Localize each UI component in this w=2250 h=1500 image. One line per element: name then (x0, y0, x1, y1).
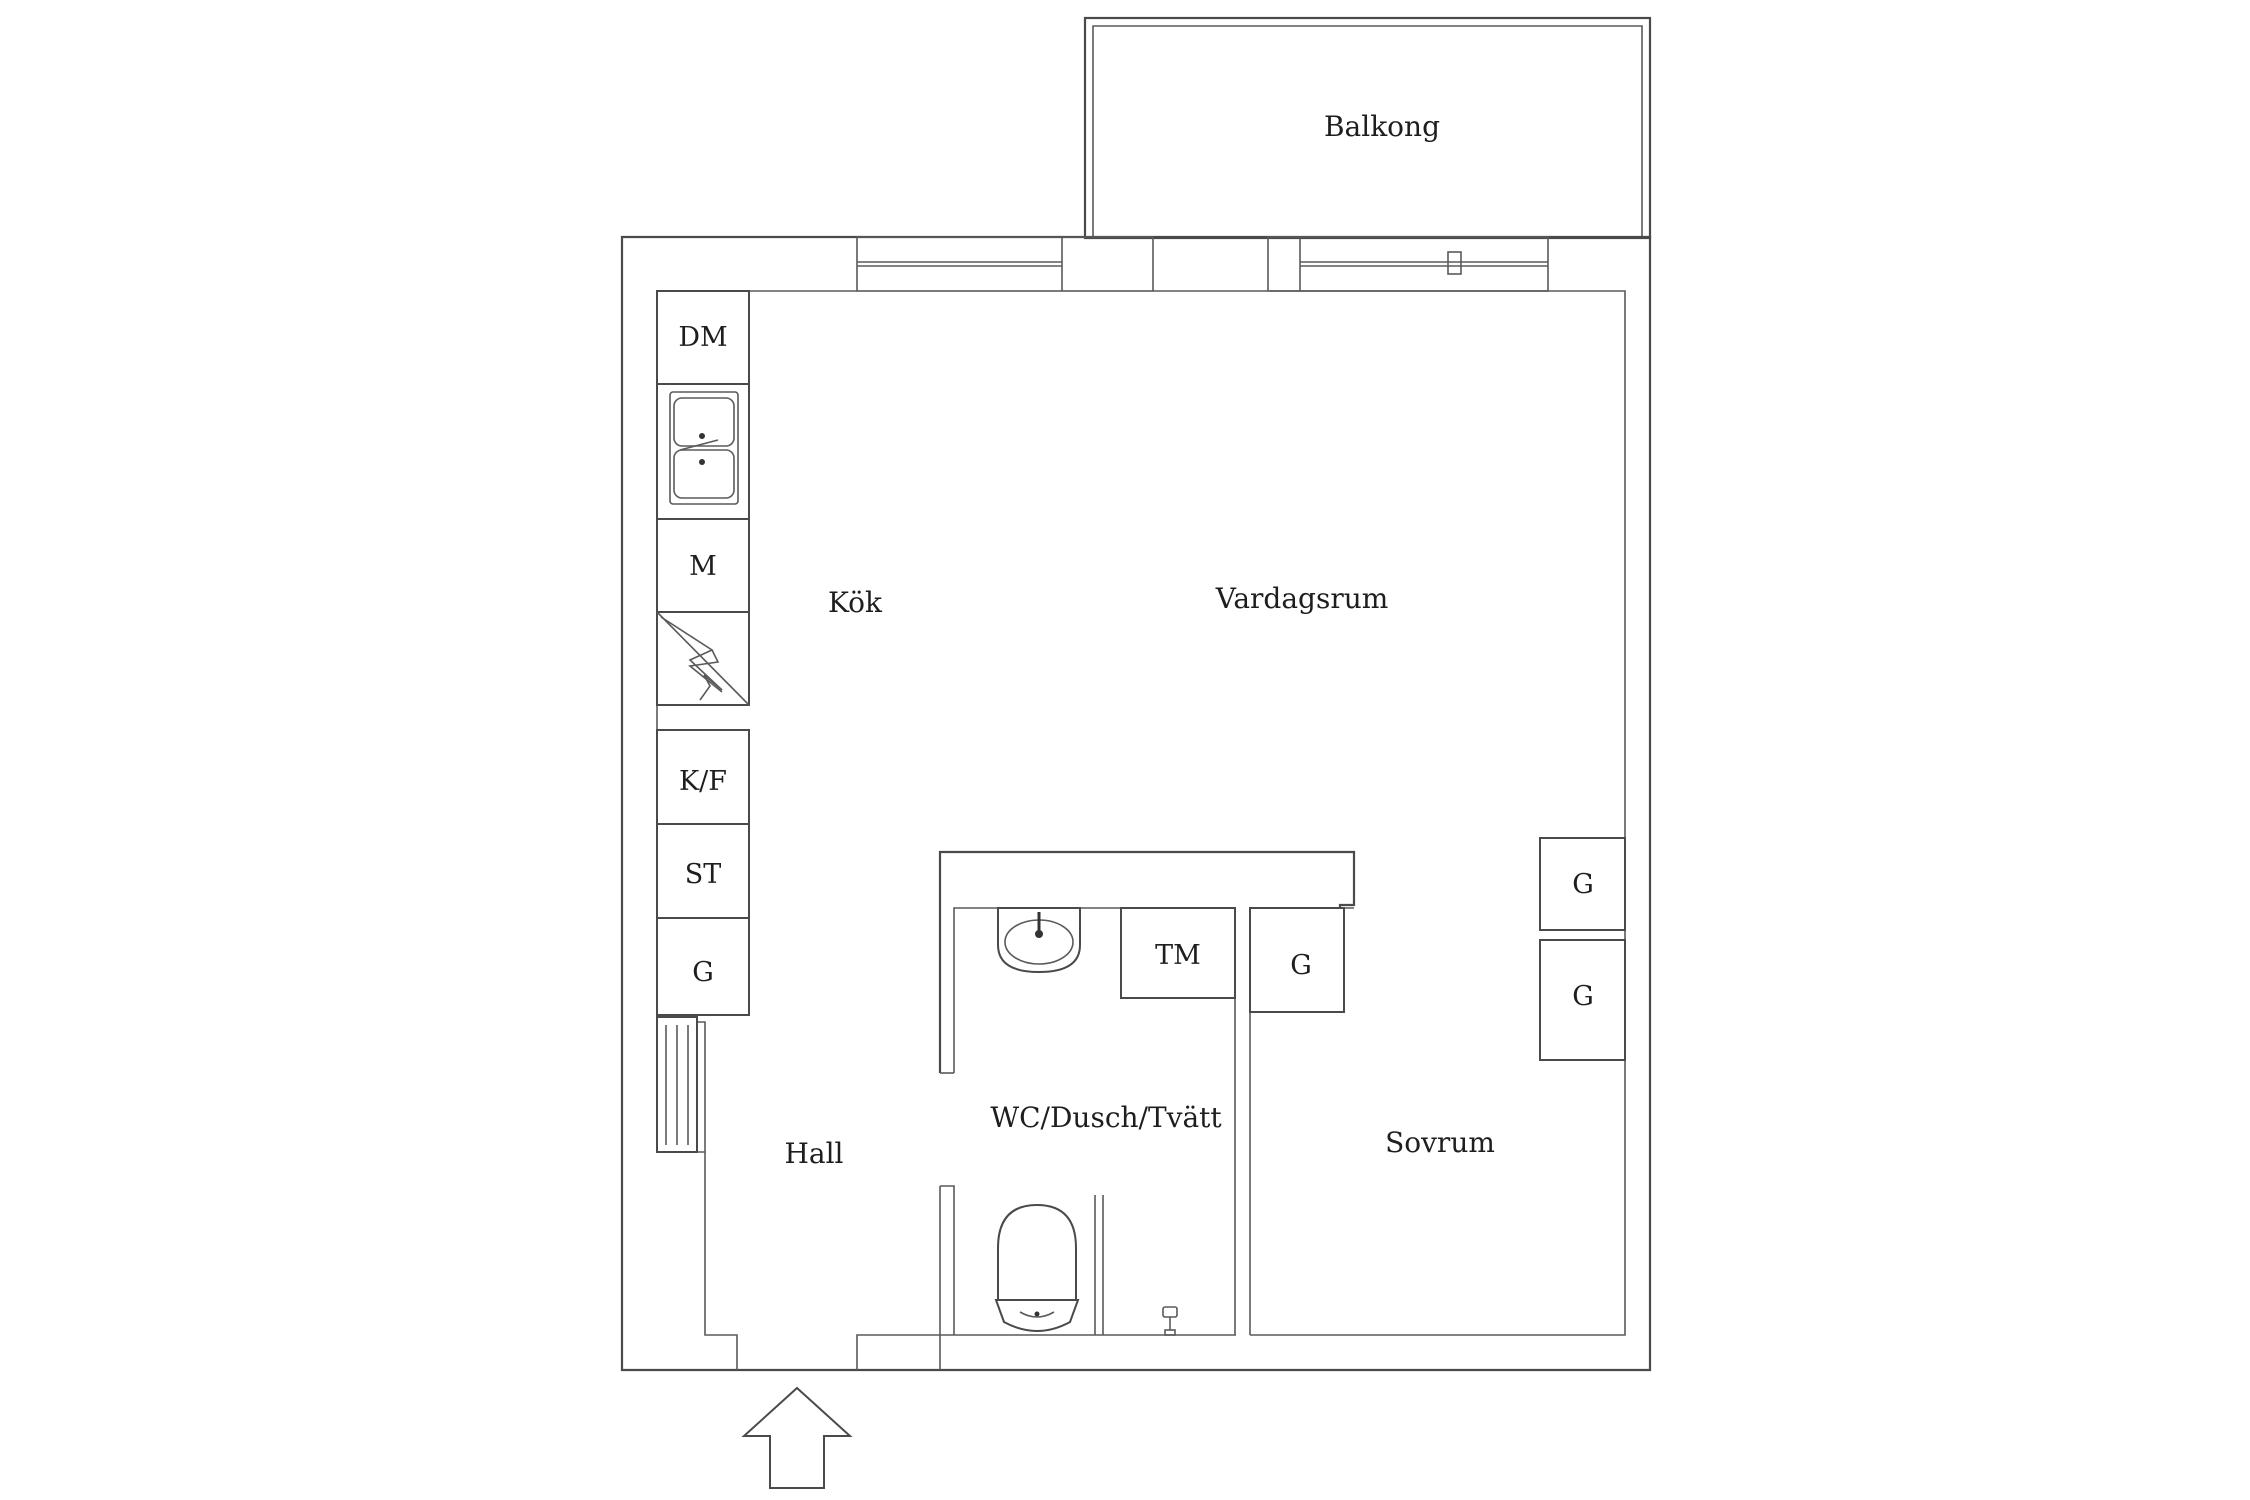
room-label-balkong: Balkong (1324, 110, 1440, 143)
unit-label-st: ST (685, 859, 722, 890)
closet-right-top (1539, 837, 1626, 931)
unit-label-g-mid: G (1290, 950, 1312, 981)
toilet-icon (994, 1203, 1080, 1332)
outer-wall (620, 235, 1652, 1372)
entrance-arrow-icon (741, 1386, 853, 1489)
unit-label-g-right-top: G (1572, 869, 1594, 900)
window-left (856, 236, 1154, 292)
floor-drain-icon (1162, 1306, 1178, 1336)
closet-right-bottom (1539, 939, 1626, 1061)
closet-mid (1249, 907, 1345, 1013)
balcony-door (1267, 236, 1549, 292)
unit-label-g-kitchen: G (692, 957, 714, 988)
radiator-icon (656, 1016, 698, 1153)
unit-label-g-right-bottom: G (1572, 981, 1594, 1012)
room-label-wc: WC/Dusch/Tvätt (990, 1101, 1222, 1134)
unit-label-tm: TM (1155, 940, 1201, 971)
room-label-vardagsrum: Vardagsrum (1215, 582, 1389, 615)
washing-machine (1120, 907, 1236, 999)
room-label-kok: Kök (828, 586, 883, 619)
unit-label-kf: K/F (679, 766, 727, 797)
unit-label-dm: DM (678, 322, 727, 353)
cooktop-icon (656, 611, 750, 706)
washbasin-icon (997, 907, 1081, 974)
double-sink-icon (669, 391, 739, 505)
room-label-hall: Hall (784, 1137, 843, 1170)
room-label-sovrum: Sovrum (1385, 1126, 1495, 1159)
unit-label-m: M (689, 551, 717, 582)
